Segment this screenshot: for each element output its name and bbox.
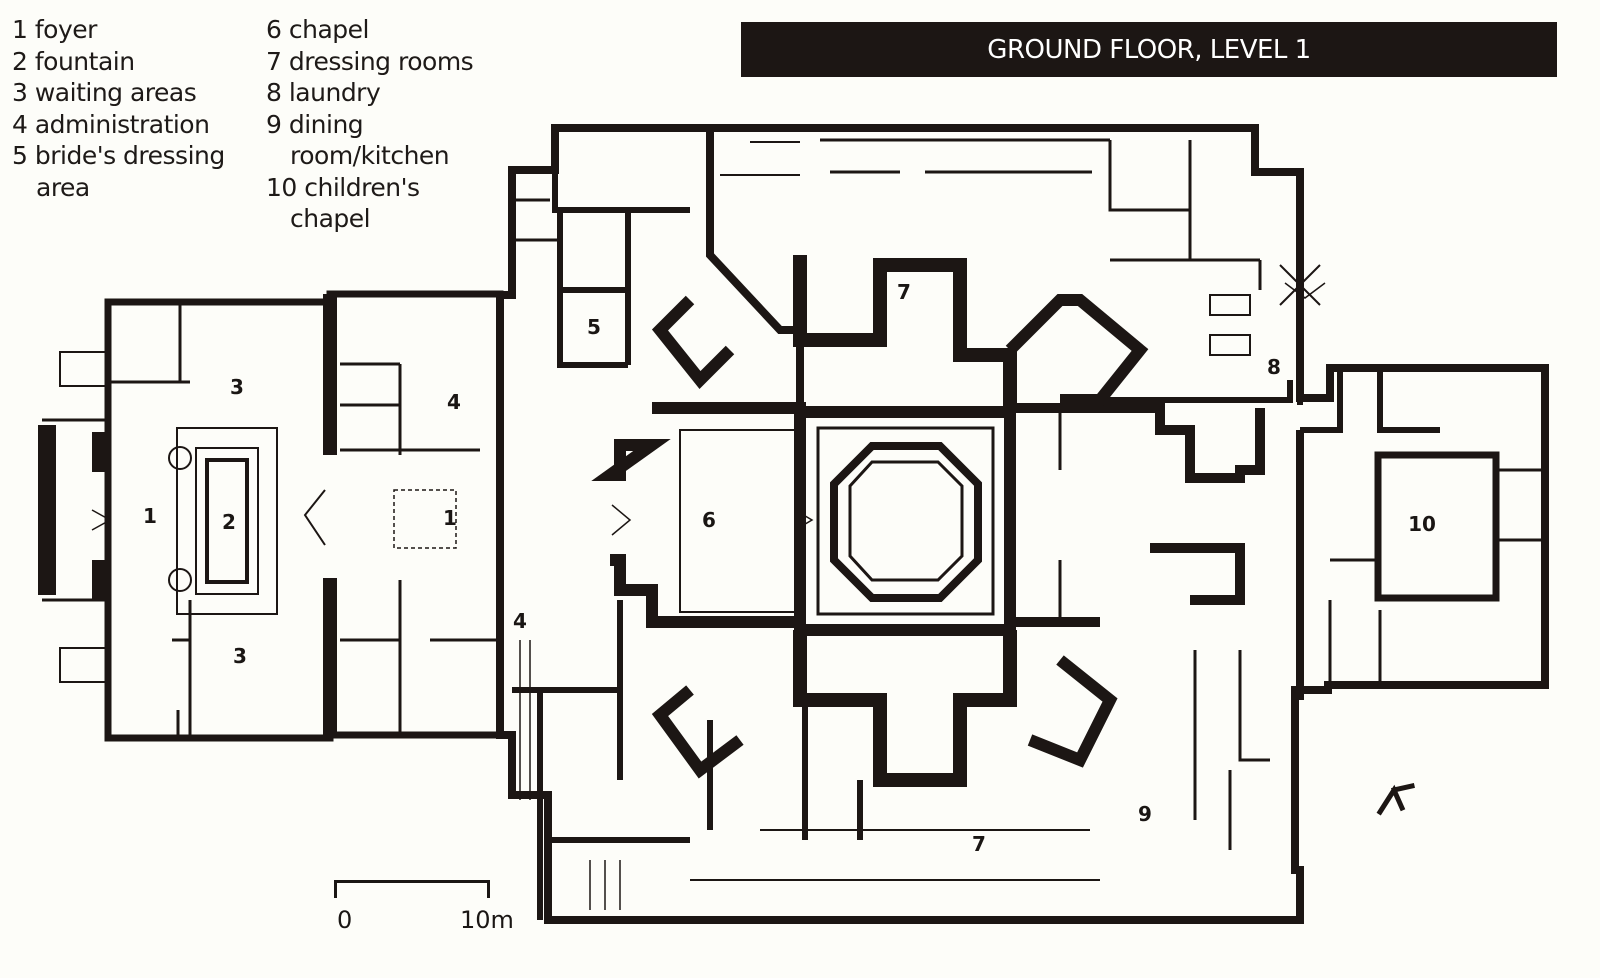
room-label-brides-dressing: 5 bbox=[587, 315, 601, 339]
floor-title: GROUND FLOOR, LEVEL 1 bbox=[987, 34, 1311, 65]
room-label-dressing-north: 7 bbox=[897, 280, 911, 304]
scale-end-label: 10m bbox=[460, 906, 514, 934]
room-label-fountain: 2 bbox=[222, 510, 236, 534]
central-outline bbox=[496, 124, 1549, 924]
legend-left: 1 foyer 2 fountain 3 waiting areas 4 adm… bbox=[12, 14, 225, 203]
room-label-laundry: 8 bbox=[1267, 355, 1281, 379]
room-label-waiting-north: 3 bbox=[230, 375, 244, 399]
floor-title-bar: GROUND FLOOR, LEVEL 1 bbox=[741, 22, 1557, 77]
legend-item-administration: 4 administration bbox=[12, 109, 210, 139]
scale-start-label: 0 bbox=[337, 906, 353, 934]
west-wing-outline bbox=[104, 290, 504, 742]
legend-right: 6 chapel 7 dressing rooms 8 laundry 9 di… bbox=[266, 14, 474, 235]
legend-item-dressing-rooms: 7 dressing rooms bbox=[266, 46, 474, 76]
room-label-childrens-chapel: 10 bbox=[1408, 512, 1436, 536]
fountain bbox=[176, 427, 278, 615]
room-label-waiting-south: 3 bbox=[233, 644, 247, 668]
scale-bar bbox=[334, 880, 490, 898]
legend-item-waiting-areas: 3 waiting areas bbox=[12, 78, 197, 107]
central-octagon bbox=[830, 442, 982, 602]
legend-item-fountain: 2 fountain bbox=[12, 46, 135, 76]
room-label-dining-kitchen: 9 bbox=[1138, 802, 1152, 826]
room-label-administration-north: 4 bbox=[447, 390, 461, 414]
room-label-dressing-south: 7 bbox=[972, 832, 986, 856]
legend-item-foyer: 1 foyer bbox=[12, 15, 97, 44]
childrens-chapel-room bbox=[1374, 451, 1500, 602]
north-arrow-icon bbox=[1376, 783, 1415, 816]
room-label-chapel: 6 bbox=[702, 508, 716, 532]
room-label-administration-south: 4 bbox=[513, 609, 527, 633]
legend-item-laundry: 8 laundry bbox=[266, 78, 381, 107]
legend-item-chapel: 6 chapel bbox=[266, 15, 369, 44]
room-label-foyer: 1 bbox=[143, 504, 157, 528]
room-label-foyer-inner: 1 bbox=[443, 506, 457, 530]
